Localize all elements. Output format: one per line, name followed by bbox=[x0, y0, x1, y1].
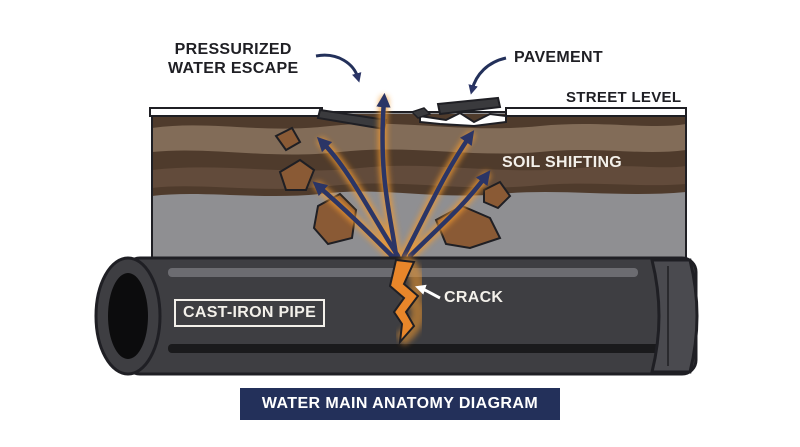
pavement-pointer-arrow bbox=[468, 56, 507, 95]
pavement-cracked-edge bbox=[419, 111, 507, 128]
pavement-broken-slab-right bbox=[436, 96, 502, 116]
rock bbox=[278, 158, 316, 191]
soil-shifting-label: SOIL SHIFTING bbox=[502, 154, 623, 171]
pressurized-water-escape-label: PRESSURIZED WATER ESCAPE bbox=[168, 41, 299, 77]
diagram-title: WATER MAIN ANATOMY DIAGRAM bbox=[261, 395, 539, 412]
water-flow-arrows bbox=[312, 92, 491, 259]
water-arrow bbox=[312, 181, 395, 259]
diagram-title-banner: WATER MAIN ANATOMY DIAGRAM bbox=[240, 388, 560, 420]
water-arrow bbox=[316, 136, 401, 259]
ground-section bbox=[151, 111, 687, 263]
soil-light-band bbox=[152, 123, 686, 155]
crack-label: CRACK bbox=[444, 289, 504, 306]
pipe-crack bbox=[388, 252, 426, 346]
water-arrow bbox=[407, 170, 491, 259]
pressurized-pointer-arrow bbox=[315, 53, 362, 83]
crack-pointer-arrow bbox=[415, 284, 441, 300]
rock bbox=[483, 180, 512, 210]
street-level-label: STREET LEVEL bbox=[566, 89, 682, 106]
rock bbox=[274, 126, 302, 152]
water-arrow bbox=[376, 92, 399, 259]
water-arrow bbox=[401, 130, 475, 259]
pipe-collar bbox=[650, 258, 699, 374]
pavement-label: PAVEMENT bbox=[514, 49, 603, 66]
cast-iron-pipe-label: CAST-IRON PIPE bbox=[174, 299, 326, 327]
